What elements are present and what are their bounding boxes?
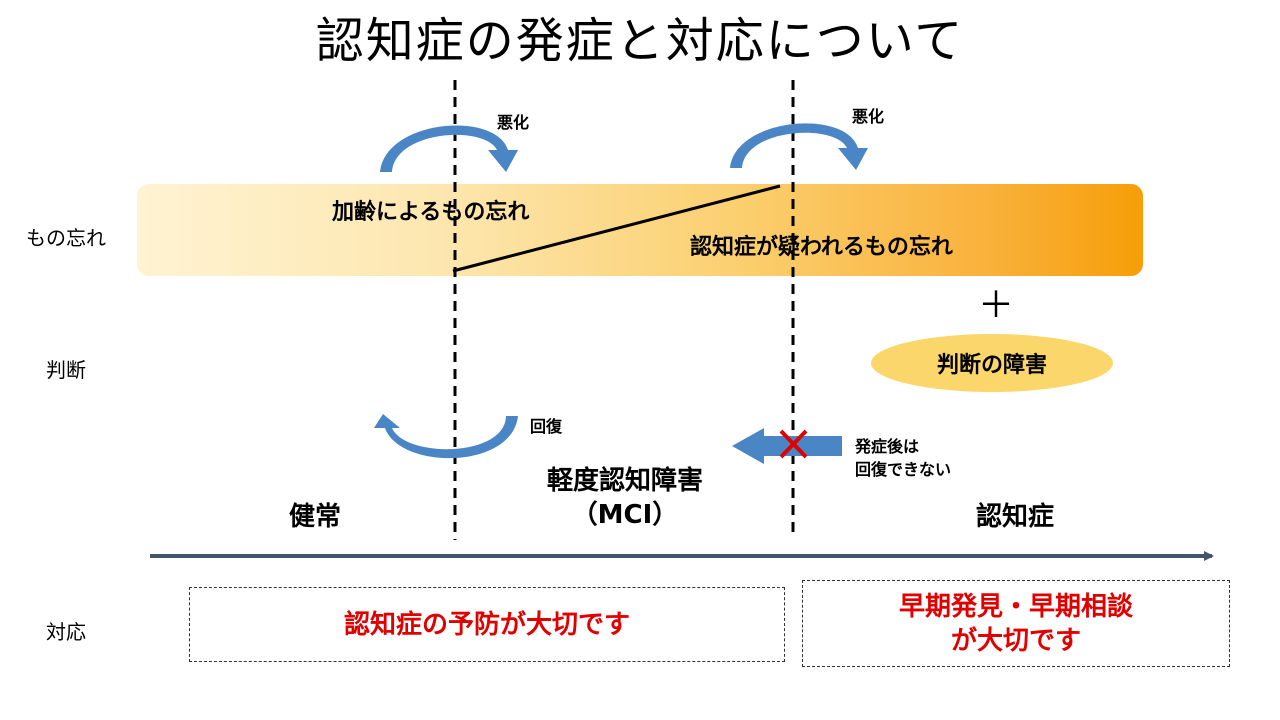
no-recovery-label-line2: 回復できない [855, 460, 952, 479]
response-box-early-detection: 早期発見・早期相談 が大切です [802, 580, 1230, 667]
response-prevention-text: 認知症の予防が大切です [343, 609, 630, 640]
no-recovery-arrow-icon [732, 428, 842, 464]
stage-mci-line1: 軽度認知障害 [546, 466, 703, 496]
band-label-suspected-dementia: 認知症が疑われるもの忘れ [690, 235, 953, 260]
judgment-impairment-ellipse: 判断の障害 [871, 334, 1113, 392]
worsen-label-1: 悪化 [497, 113, 530, 132]
response-early-detection-line1: 早期発見・早期相談 [898, 591, 1133, 622]
stage-healthy: 健常 [288, 502, 341, 532]
plus-sign: ＋ [978, 285, 1015, 326]
red-cross-icon [779, 429, 808, 459]
row-label-memory: もの忘れ [26, 226, 106, 250]
recovery-arrow-icon [374, 414, 518, 459]
worsen-arrow-icon-2 [730, 123, 868, 170]
page-title: 認知症の発症と対応について [315, 13, 965, 69]
band-diagonal-line [452, 184, 781, 273]
recover-label: 回復 [530, 417, 563, 436]
no-recovery-label-line1: 発症後は [855, 437, 920, 456]
row-label-response: 対応 [46, 620, 86, 644]
worsen-arrow-icon-1 [380, 125, 518, 172]
stage-mci: 軽度認知障害 （MCI） [520, 464, 730, 532]
response-early-detection-line2: が大切です [950, 625, 1081, 656]
worsen-label-2: 悪化 [852, 107, 885, 126]
memory-loss-gradient-band [137, 184, 1143, 276]
response-box-prevention: 認知症の予防が大切です [189, 587, 785, 662]
stage-dementia: 認知症 [975, 502, 1054, 532]
band-label-age-related: 加齢によるもの忘れ [332, 200, 530, 225]
row-label-judgment: 判断 [46, 358, 86, 382]
stage-mci-line2: （MCI） [571, 500, 679, 530]
